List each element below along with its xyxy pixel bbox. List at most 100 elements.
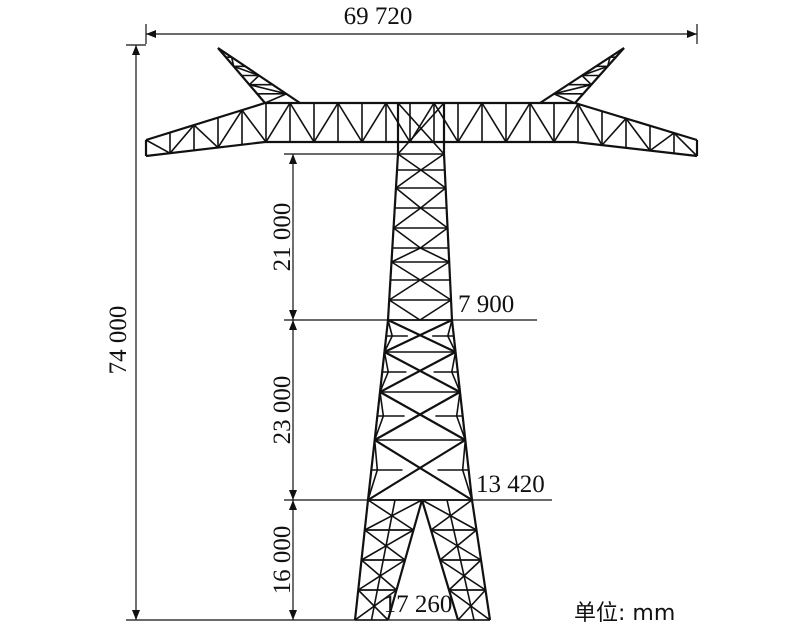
lattice-member [461,469,473,501]
lattice-member [217,47,233,58]
crossarm-bottom-chord [574,140,698,158]
lattice-member [360,559,398,591]
lattice-member [367,469,379,501]
diagonal-brace [379,351,457,393]
lattice-member [553,83,592,95]
lattice-member [382,529,390,561]
lattice-member [673,132,698,157]
lattice-member [421,499,477,531]
lattice-member [625,117,651,152]
lattice-member [420,153,445,171]
lower-height-label: 16 000 [269,526,296,595]
lattice-member [391,261,421,281]
lattice-member [420,207,449,229]
lattice-member [455,391,461,417]
lattice-member [241,109,267,143]
lattice-member [370,589,379,621]
lattice-member [420,169,447,189]
lattice-member [430,499,473,531]
lattice-member [461,439,467,471]
lattice-member [649,132,675,152]
lattice-member [481,102,507,143]
lattice-member [379,391,385,417]
lattice-member [387,319,393,337]
lattice-member [383,351,390,373]
lattice-member [448,589,491,621]
ground-wire-peaks [217,47,625,104]
lattice-member [367,499,414,531]
lattice-member [393,207,422,229]
lattice-member [169,124,195,154]
lattice-member [361,102,387,143]
lattice-member [391,247,421,263]
lattice-member [581,74,592,86]
lattice-member [601,117,627,146]
upper-height-label: 21 000 [269,203,296,272]
lattice-member [388,299,421,321]
lattice-member [452,529,462,561]
lattice-member [193,124,219,149]
lattice-member [553,103,579,143]
lattice-member [364,499,423,531]
lower-joint-width-label: 13 420 [476,471,545,498]
lattice-member [553,93,576,104]
right-leg [450,319,474,501]
lattice-member [459,559,469,591]
crossarm-top-chord [145,101,266,142]
right-leg [442,153,454,321]
lattice-member [419,261,450,281]
total-height-label: 74 000 [105,306,132,375]
lattice-member [395,169,422,189]
lattice-member [420,247,450,263]
lattice-member [264,93,287,104]
lattice-member [388,279,421,301]
lattice-member [609,47,625,58]
lattice-member [217,109,243,148]
lattice-member [447,335,457,353]
lattice-member [451,371,461,393]
lattice-member [581,65,608,77]
lattice-member [388,499,396,531]
diagonal-brace [383,319,453,353]
lattice-member [439,529,478,561]
lattice-member [457,102,483,143]
lattice-member [337,102,363,143]
lattice-member [357,589,389,621]
lattice-member [457,589,487,621]
total-width-label: 69 720 [344,3,413,30]
lattice-member [420,187,447,209]
lattice-member [419,279,452,301]
lattice-member [230,56,235,67]
diagonal-brace [367,439,466,501]
lattice-member [233,65,260,77]
lattice-member [376,559,385,591]
lattice-member [393,227,421,249]
diagonal-brace [387,319,457,353]
lattice-member [446,499,455,531]
lattice-member [145,139,171,154]
lattice-member [433,102,459,143]
middle-height-label: 23 000 [269,376,296,445]
lattice-member [361,529,414,561]
left-leg [366,319,390,501]
lattice-member [313,102,339,143]
lattice-member [364,529,406,561]
lattice-member [265,102,291,143]
lattice-member [466,589,475,621]
lattice-member [430,529,482,561]
lattice-member [448,559,482,591]
lattice-member [577,103,603,146]
diagonal-brace [383,351,461,393]
lattice-member [529,102,555,143]
crossarm [144,101,699,158]
lattice-member [248,74,260,86]
diagonal-brace [374,439,473,501]
lattice-member [383,335,393,353]
base-width-label: 17 260 [384,591,453,618]
lattice-member [439,559,486,591]
lattice-member [447,319,453,337]
waist-width-label: 7 900 [458,291,514,318]
lattice-member [373,439,379,471]
